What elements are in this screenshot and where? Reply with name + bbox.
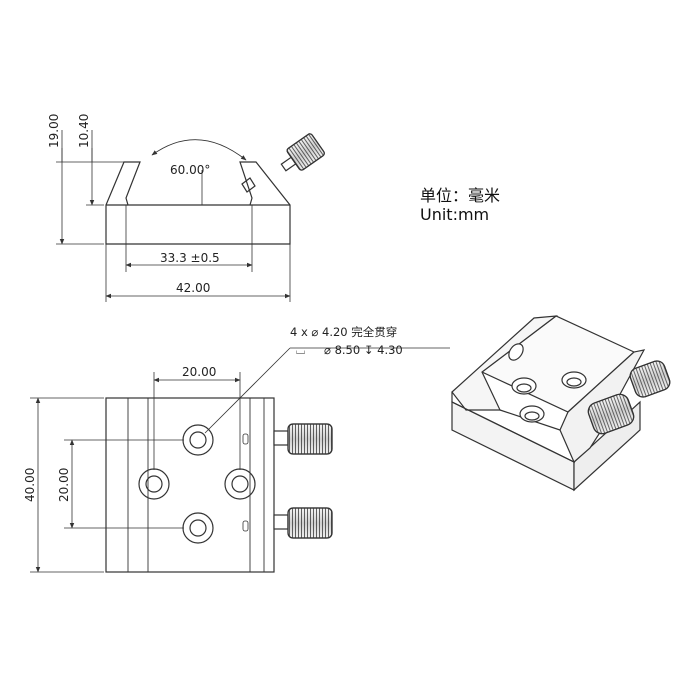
dim-groove-angle: 60.00° — [170, 163, 210, 177]
units-label-cn: 单位：毫米 — [420, 186, 501, 205]
iso-knob-upper — [629, 360, 671, 398]
hole-note-line1: 4 x ⌀ 4.20 完全贯穿 — [290, 325, 397, 339]
hole-left — [138, 468, 170, 500]
set-screw-tip — [241, 177, 256, 193]
dim-inner-width: 33.3 ±0.5 — [160, 251, 220, 265]
hole-note-line2: ⌀ 8.50 ↧ 4.30 — [324, 343, 403, 357]
hole-bottom — [182, 512, 214, 544]
front-view — [56, 130, 325, 302]
dim-hole-spacing-x: 20.00 — [182, 365, 216, 379]
dim-outer-width: 42.00 — [176, 281, 210, 295]
hole-right — [224, 468, 256, 500]
iso-base-bottom — [451, 401, 575, 491]
hole-note-counterbore-symbol: ⌴ — [296, 343, 305, 357]
dim-hole-spacing-y: 20.00 — [57, 468, 71, 502]
iso-rail-left — [451, 315, 559, 411]
knob-upper — [273, 423, 333, 455]
units-label: 单位：毫米 Unit:mm — [420, 186, 500, 224]
top-plate-outline — [105, 397, 275, 573]
dim-height-inner: 10.40 — [77, 114, 91, 148]
dim-height-total: 19.00 — [47, 114, 61, 148]
knob-lower — [273, 507, 333, 539]
units-label-en: Unit:mm — [420, 205, 490, 224]
top-view — [30, 347, 450, 573]
iso-view — [451, 315, 671, 492]
front-knob — [280, 133, 325, 172]
dim-length: 40.00 — [23, 468, 37, 502]
iso-knob-lower — [587, 393, 635, 435]
